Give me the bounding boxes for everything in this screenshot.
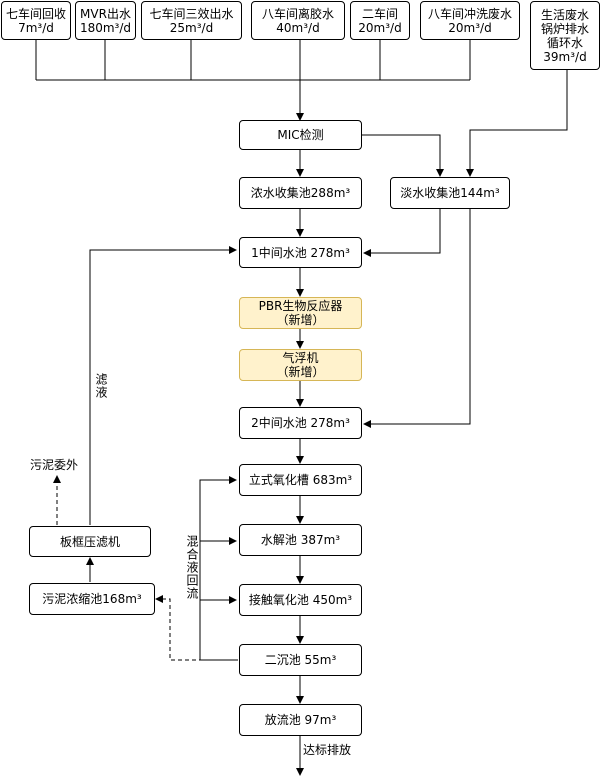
mid-pool-1-box: 1中间水池 278m³	[239, 237, 362, 268]
domestic-line-1: 生活废水	[540, 7, 589, 22]
float-label-1: 气浮机	[282, 351, 319, 365]
oxid-tank-label: 立式氧化槽 683m³	[248, 473, 353, 487]
source-name: 八车间冲洗废水	[427, 6, 512, 21]
hydrolysis-box: 水解池 387m³	[239, 524, 362, 556]
source-box-5: 二车间 20m³/d	[350, 1, 410, 40]
reflux-loop	[199, 476, 238, 661]
source-box-3: 七车间三效出水 25m³/d	[141, 1, 242, 40]
float-box: 气浮机 （新增）	[239, 349, 362, 381]
domestic-line-2: 锅炉排水	[540, 21, 589, 36]
mic-label: MIC检测	[277, 128, 324, 142]
contact-ox-box: 接触氧化池 450m³	[239, 584, 362, 616]
hydrolysis-label: 水解池 387m³	[260, 533, 341, 547]
mid-pool-1-label: 1中间水池 278m³	[251, 245, 350, 260]
contact-ox-label: 接触氧化池 450m³	[248, 593, 353, 607]
pbr-label-2: （新增）	[276, 313, 325, 327]
pbr-box: PBR生物反应器 （新增）	[239, 297, 362, 329]
source-name: 二车间	[361, 6, 398, 21]
sludge-to-thickener	[155, 595, 238, 661]
conc-pool-label: 浓水收集池288m³	[250, 186, 351, 200]
source-flow: 20m³/d	[448, 20, 492, 35]
mixed-reflux-label: 混合液回流	[185, 535, 199, 600]
filter-press-box: 板框压滤机	[29, 526, 151, 557]
source-box-6: 八车间冲洗废水 20m³/d	[420, 1, 520, 40]
clarifier-label: 二沉池 55m³	[264, 653, 337, 667]
domestic-line-3: 循环水	[546, 35, 583, 50]
mic-box: MIC检测	[239, 120, 362, 150]
source-flow: 40m³/d	[276, 20, 320, 35]
filtrate-return	[89, 246, 237, 525]
thickener-label: 污泥浓缩池168m³	[42, 592, 142, 606]
fresh-to-mid1	[363, 209, 441, 257]
sludge-outsource-label: 污泥委外	[30, 458, 79, 472]
float-label-2: （新增）	[276, 365, 325, 379]
source-name: MVR出水	[80, 6, 131, 21]
filter-press-label: 板框压滤机	[59, 534, 120, 549]
fresh-pool-box: 淡水收集池144m³	[390, 177, 510, 209]
oxid-tank-box: 立式氧化槽 683m³	[239, 464, 362, 496]
source-flow: 180m³/d	[79, 20, 132, 35]
pbr-label-1: PBR生物反应器	[258, 299, 343, 313]
mid-pool-2-box: 2中间水池 278m³	[239, 407, 362, 439]
source-flow: 20m³/d	[358, 20, 402, 35]
discharge-label: 放流池 97m³	[264, 713, 337, 727]
source-flow: 25m³/d	[169, 20, 214, 35]
filtrate-label: 滤液	[94, 373, 108, 399]
source-box-4: 八车间离胶水 40m³/d	[251, 1, 345, 40]
source-name: 七车间回收	[5, 6, 66, 21]
source-box-1: 七车间回收 7m³/d	[1, 1, 71, 40]
thickener-box: 污泥浓缩池168m³	[29, 583, 155, 615]
mic-to-fresh	[362, 134, 444, 177]
mid-pool-2-label: 2中间水池 278m³	[251, 416, 350, 430]
domestic-box: 生活废水 锅炉排水 循环水 39m³/d	[530, 1, 600, 70]
domestic-to-fresh	[466, 70, 568, 177]
domestic-flow: 39m³/d	[543, 49, 587, 64]
discharge-box: 放流池 97m³	[239, 704, 362, 736]
fresh-to-mid2	[363, 209, 471, 428]
source-name: 八车间离胶水	[261, 6, 334, 21]
source-flow: 7m³/d	[18, 20, 54, 35]
source-name: 七车间三效出水	[149, 6, 234, 21]
fresh-pool-label: 淡水收集池144m³	[400, 186, 500, 200]
clarifier-box: 二沉池 55m³	[239, 644, 362, 676]
compliant-discharge-label: 达标排放	[303, 743, 352, 757]
conc-pool-box: 浓水收集池288m³	[239, 177, 362, 209]
source-box-2: MVR出水 180m³/d	[75, 1, 136, 40]
